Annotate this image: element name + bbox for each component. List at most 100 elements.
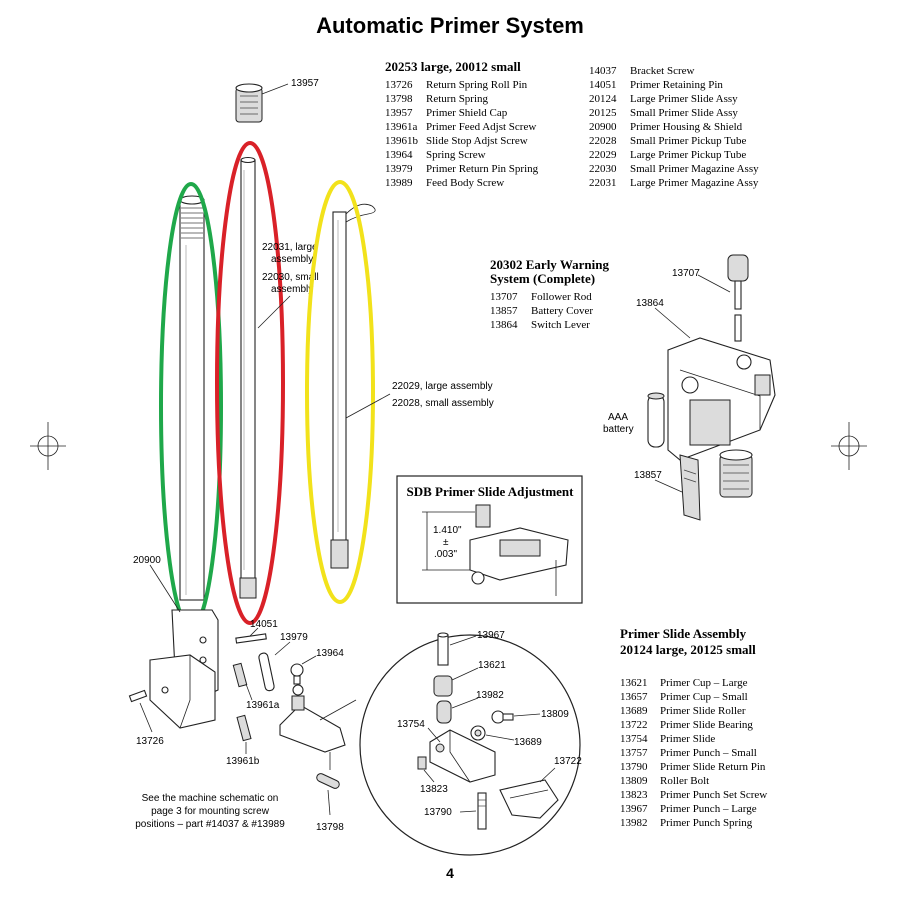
- slide-item-desc: Primer Slide Bearing: [660, 719, 753, 731]
- kit-item-desc: Small Primer Pickup Tube: [630, 135, 747, 147]
- shield-cap-13957: [235, 83, 289, 123]
- primer-slide-13754: [429, 729, 496, 783]
- red-highlight-ring: [215, 141, 285, 625]
- callout-13864: 13864: [636, 298, 664, 309]
- slide-item-num: 13790: [620, 761, 648, 773]
- warning-heading-line2: System (Complete): [490, 271, 595, 286]
- callout-13982: 13982: [476, 690, 504, 701]
- slide-item-desc: Primer Slide: [660, 733, 715, 745]
- callout-13722: 13722: [554, 756, 582, 767]
- callout-13689: 13689: [514, 737, 542, 748]
- warning-item-desc: Follower Rod: [531, 291, 592, 303]
- slide-heading-line1: Primer Slide Assembly: [620, 626, 747, 641]
- kit-item-num: 20900: [589, 121, 617, 133]
- kit-item-num: 13726: [385, 79, 413, 91]
- slide-item-num: 13809: [620, 775, 648, 787]
- kit-item-desc: Primer Retaining Pin: [630, 79, 723, 91]
- kit-item-num: 22028: [589, 135, 617, 147]
- kit-item-desc: Primer Feed Adjst Screw: [426, 121, 536, 133]
- callout-13967: 13967: [477, 630, 505, 641]
- callout-13726: 13726: [136, 736, 164, 747]
- yellow-highlight-ring: [305, 180, 375, 604]
- kit-item-num: 13798: [385, 93, 413, 105]
- callout-13798: 13798: [316, 822, 344, 833]
- slide-detail-circle: [359, 634, 581, 856]
- early-warning-list: 20302 Early Warning System (Complete) 13…: [490, 257, 609, 331]
- kit-item-num: 13961a: [385, 121, 418, 133]
- kit-parts-list: 20253 large, 20012 small 13726 Return Sp…: [385, 59, 759, 189]
- warning-heading-line1: 20302 Early Warning: [490, 257, 609, 272]
- kit-item-desc: Large Primer Slide Assy: [630, 93, 738, 105]
- slide-item-num: 13621: [620, 677, 648, 689]
- primer-slide-mini: [279, 684, 346, 770]
- callout-13621: 13621: [478, 660, 506, 671]
- kit-item-num: 22029: [589, 149, 617, 161]
- slide-item-num: 13657: [620, 691, 648, 703]
- magazine-tube-22031: [239, 156, 257, 599]
- kit-item-num: 20124: [589, 93, 617, 105]
- kit-item-desc: Spring Screw: [426, 149, 486, 161]
- slide-item-desc: Primer Cup – Small: [660, 691, 748, 703]
- callout-22031-line2: assembly: [271, 254, 313, 265]
- callout-22028: 22028, small assembly: [392, 398, 494, 409]
- housing-tube-20900: [179, 195, 205, 601]
- kit-item-desc: Large Primer Magazine Assy: [630, 177, 759, 189]
- kit-item-desc: Return Spring Roll Pin: [426, 79, 528, 91]
- warning-item-num: 13707: [490, 291, 518, 303]
- callout-13823: 13823: [420, 784, 448, 795]
- battery-cover-13857: [679, 454, 701, 521]
- callout-13961b: 13961b: [226, 756, 260, 767]
- spring-13979: [258, 652, 275, 692]
- slide-item-num: 13722: [620, 719, 648, 731]
- callout-22030-line2: assembly: [271, 284, 313, 295]
- roller-bolt-13809: [491, 710, 514, 724]
- slide-item-desc: Primer Slide Return Pin: [660, 761, 766, 773]
- spring-13982: [436, 700, 452, 724]
- sdb-dim-2: ±: [443, 537, 449, 548]
- slide-item-desc: Primer Slide Roller: [660, 705, 746, 717]
- note-line3: positions – part #14037 & #13989: [135, 819, 285, 830]
- warning-item-desc: Switch Lever: [531, 319, 590, 331]
- kit-item-desc: Return Spring: [426, 93, 489, 105]
- slide-item-desc: Primer Cup – Large: [660, 677, 748, 689]
- callout-13754: 13754: [397, 719, 425, 730]
- warning-item-desc: Battery Cover: [531, 305, 593, 317]
- battery-label-battery: battery: [603, 424, 634, 435]
- kit-item-num: 13964: [385, 149, 413, 161]
- callout-13790: 13790: [424, 807, 452, 818]
- kit-item-desc: Feed Body Screw: [426, 177, 504, 189]
- slide-item-num: 13689: [620, 705, 648, 717]
- callout-22030-line1: 22030, small: [262, 272, 319, 283]
- registration-mark-right: [831, 422, 867, 470]
- schematic-note: See the machine schematic on page 3 for …: [135, 793, 285, 830]
- callout-13961a: 13961a: [246, 700, 280, 711]
- page-title: Automatic Primer System: [316, 13, 584, 38]
- kit-item-desc: Small Primer Slide Assy: [630, 107, 738, 119]
- pin-13726: [128, 689, 148, 703]
- callout-20900: 20900: [133, 555, 161, 566]
- spring-13798: [316, 773, 340, 789]
- sdb-dim-3: .003": [434, 549, 457, 560]
- kit-item-desc: Primer Return Pin Spring: [426, 163, 539, 175]
- pickup-tube-22029: [330, 203, 376, 569]
- kit-item-desc: Bracket Screw: [630, 65, 694, 77]
- battery-label-aaa: AAA: [608, 412, 628, 423]
- callout-13964: 13964: [316, 648, 344, 659]
- kit-item-num: 13979: [385, 163, 413, 175]
- slide-item-num: 13757: [620, 747, 648, 759]
- slide-item-desc: Primer Punch – Small: [660, 747, 757, 759]
- kit-item-desc: Small Primer Magazine Assy: [630, 163, 759, 175]
- callout-22031-line1: 22031, large: [262, 242, 318, 253]
- slide-item-num: 13982: [620, 817, 648, 829]
- follower-rod-13707: [727, 254, 749, 342]
- kit-item-num: 14051: [589, 79, 617, 91]
- kit-item-num: 13957: [385, 107, 413, 119]
- screw-13961b: [236, 714, 252, 742]
- kit-item-num: 22031: [589, 177, 617, 189]
- warning-item-num: 13857: [490, 305, 518, 317]
- slide-item-desc: Primer Punch Set Screw: [660, 789, 767, 801]
- callout-13809: 13809: [541, 709, 569, 720]
- cup-13621: [433, 675, 453, 697]
- warning-switch-assembly: [667, 337, 776, 461]
